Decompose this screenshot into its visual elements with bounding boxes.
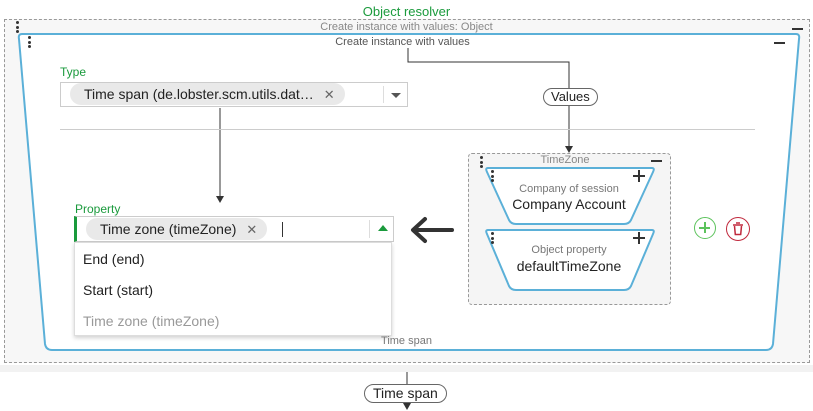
chevron-down-icon[interactable]: [391, 93, 401, 98]
card-company-menu-icon[interactable]: [491, 170, 495, 184]
type-label: Type: [60, 65, 87, 79]
card-company-value: Company Account: [512, 196, 626, 212]
dropdown-option[interactable]: Time zone (timeZone): [83, 313, 220, 329]
timezone-title: TimeZone: [540, 154, 590, 166]
inner-collapse-icon[interactable]: [774, 42, 785, 44]
type-chip: Time span (de.lobster.scm.utils.dat… ✕: [70, 83, 345, 105]
resolver-title: Object resolver: [362, 4, 451, 19]
dropdown-option[interactable]: Start (start): [83, 282, 154, 298]
footer-band: [0, 365, 813, 372]
type-select-divider: [383, 86, 384, 103]
property-select-divider: [369, 220, 370, 238]
values-pill: Values: [543, 88, 598, 106]
chevron-up-icon[interactable]: [378, 225, 388, 231]
text-cursor: [282, 222, 283, 237]
bottom-caption: Time span: [381, 335, 432, 347]
timezone-collapse-icon[interactable]: [651, 160, 662, 162]
delete-button[interactable]: [726, 217, 750, 241]
type-chip-label: Time span (de.lobster.scm.utils.dat…: [84, 86, 314, 102]
outer-menu-icon[interactable]: [16, 21, 20, 35]
property-chip-label: Time zone (timeZone): [100, 221, 237, 237]
outer-collapse-icon[interactable]: [792, 28, 803, 30]
section-divider: [60, 129, 755, 130]
card-property-shape: [485, 229, 655, 291]
trash-icon: [733, 222, 743, 236]
property-label: Property: [75, 202, 121, 216]
card-property-add-icon[interactable]: [633, 232, 645, 244]
card-property-menu-icon[interactable]: [491, 232, 495, 246]
card-company-add-icon[interactable]: [633, 170, 645, 182]
close-icon[interactable]: ✕: [246, 222, 258, 237]
arrow-left-icon: [411, 217, 454, 243]
card-company-shape: [485, 167, 655, 225]
property-chip: Time zone (timeZone) ✕: [86, 218, 268, 240]
timezone-menu-icon[interactable]: [480, 156, 484, 170]
property-dropdown: End (end) Start (start) Time zone (timeZ…: [74, 242, 392, 336]
card-property-value: defaultTimeZone: [516, 258, 622, 274]
card-company-caption: Company of session: [519, 183, 619, 195]
outer-caption: Create instance with values: Object: [320, 21, 493, 33]
close-icon[interactable]: ✕: [323, 87, 335, 102]
add-button[interactable]: [694, 217, 716, 239]
output-pill: Time span: [364, 384, 447, 403]
dropdown-option[interactable]: End (end): [83, 251, 145, 267]
plus-icon-v: [704, 222, 706, 233]
card-property-caption: Object property: [531, 244, 607, 256]
inner-caption: Create instance with values: [335, 36, 470, 48]
inner-menu-icon[interactable]: [28, 36, 32, 50]
